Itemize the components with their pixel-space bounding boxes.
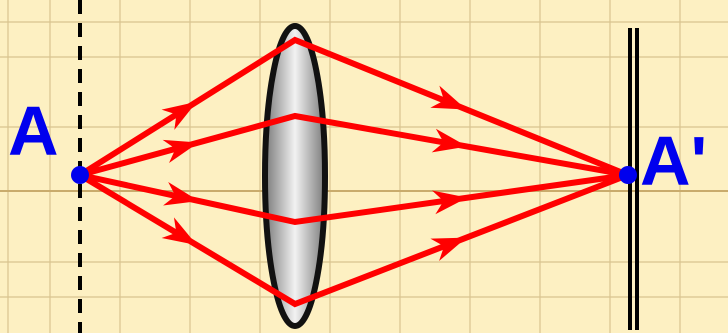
point-a-prime <box>619 166 637 184</box>
ray-arrow <box>163 181 199 206</box>
light-ray <box>78 36 630 178</box>
point-a <box>71 166 89 184</box>
light-ray <box>79 112 629 178</box>
rays <box>78 36 630 308</box>
ray-arrow <box>161 217 197 246</box>
ray-arrow <box>431 128 468 153</box>
lens <box>262 23 328 329</box>
label-a: A <box>8 92 59 170</box>
ray-arrow <box>430 85 467 110</box>
light-ray <box>78 172 630 308</box>
label-a-prime: A' <box>640 122 707 200</box>
ray-arrow <box>430 237 467 262</box>
light-ray <box>79 172 629 226</box>
ray-arrow <box>162 139 199 164</box>
ray-arrow <box>161 101 197 130</box>
ray-arrow <box>432 190 468 215</box>
